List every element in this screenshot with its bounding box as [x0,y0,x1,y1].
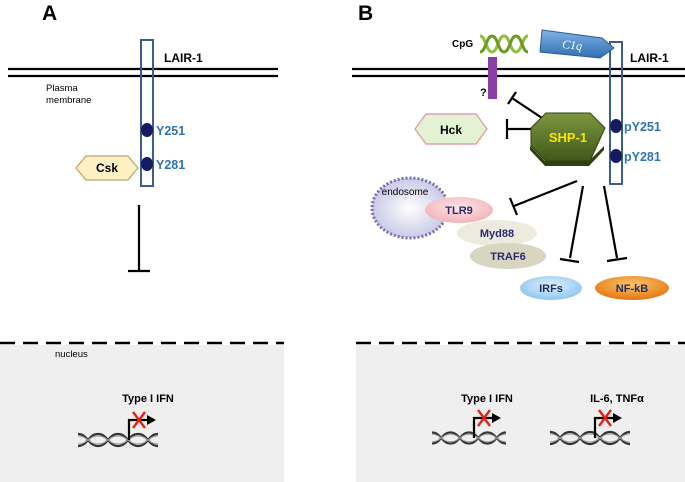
lair1-receptor-b [609,41,623,185]
nfkb-node [595,276,669,300]
pY251-label: pY251 [624,120,661,134]
y281-site-a [141,157,153,171]
y281-label-a: Y281 [156,158,185,172]
blocked-x-icon [477,409,491,427]
question-mark: ? [480,87,487,99]
cpg-receptor-bar [488,57,497,99]
csk-node [75,155,139,181]
inhibition-arrow-icon [508,179,578,216]
pY281-site [610,149,622,163]
plasma-membrane-a [8,67,278,78]
lair1-receptor-a [140,39,154,187]
myd88-label: Myd88 [480,228,514,240]
plasma-label-a: Plasma [46,83,78,94]
blocked-x-icon [132,411,146,429]
tlr9-label: TLR9 [445,205,473,217]
nucleus-label-a: nucleus [55,349,88,360]
hck-label: Hck [440,123,462,137]
lair1-label-b: LAIR-1 [630,51,669,65]
lair1-label-a: LAIR-1 [164,51,203,65]
gene-label-a: Type I IFN [122,393,174,405]
c1q-node: C1q [539,29,615,59]
hck-node [414,113,488,145]
nfkb-label: NF-kB [616,283,648,295]
cpg-dna-icon [479,34,529,54]
inhibition-arrow-icon [128,205,150,273]
gene-label-b2: IL-6, TNFα [590,393,644,405]
inhibition-arrow-icon [507,91,543,119]
gene-label-b1: Type I IFN [461,393,513,405]
irfs-label: IRFs [539,283,563,295]
blocked-x-icon [598,409,612,427]
shp1-label: SHP-1 [549,130,587,145]
gene-promoter-arrow-icon [127,415,156,440]
pY251-site [610,119,622,133]
panel-b: B LAIR-1 C1q CpG ? Hck [352,2,685,482]
inhibition-arrow-icon [505,119,531,139]
irfs-node [520,276,582,300]
inhibition-arrow-icon [559,185,585,264]
membrane-label-a: membrane [46,95,91,106]
shp1-node [530,112,606,162]
nucleus-a [0,345,284,482]
panel-a: A Plasma membrane LAIR-1 Y251 Y281 Csk n… [0,2,284,482]
shp1-shadow [530,146,604,166]
csk-label: Csk [96,161,118,175]
pY281-label: pY281 [624,150,661,164]
gene-promoter-arrow-icon [472,413,501,438]
y251-site-a [141,123,153,137]
c1q-label: C1q [562,37,583,53]
y251-label-a: Y251 [156,124,185,138]
traf6-label: TRAF6 [490,251,525,263]
panel-b-label: B [358,2,373,25]
plasma-membrane-b [352,67,685,78]
endosome-label: endosome [382,187,429,198]
cpg-label: CpG [452,39,473,50]
tlr9-node [425,197,493,223]
gene-promoter-arrow-icon [593,413,622,438]
panel-a-label: A [42,2,57,25]
inhibition-arrow-icon [602,185,628,263]
nucleus-b [356,345,685,482]
myd88-node [457,220,537,246]
traf6-node [470,243,546,269]
